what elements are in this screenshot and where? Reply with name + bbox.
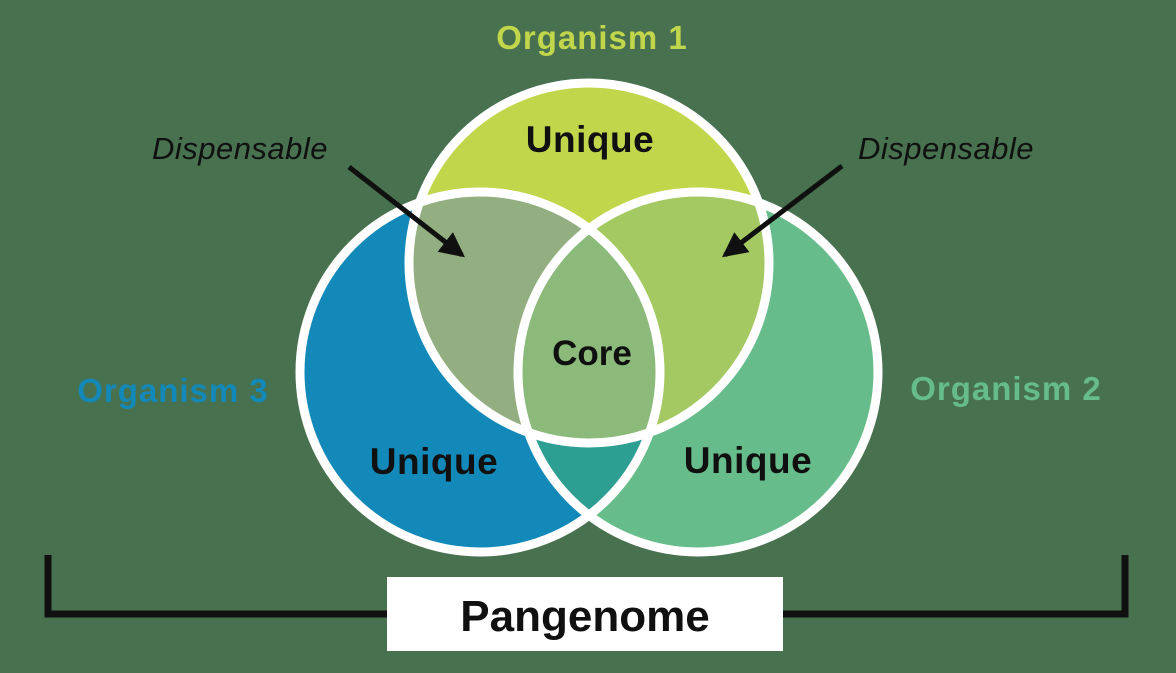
unique-label-organism-2: Unique [684,440,812,481]
dispensable-arrow-right [722,164,844,258]
organism-2-outline [513,187,883,557]
pangenome-label: Pangenome [460,592,709,641]
dispensable-arrow-left [347,165,465,258]
pangenome-label-box [387,577,783,651]
dispensable-label-left: Dispensable [152,131,328,166]
dispensable-label-right: Dispensable [858,131,1034,166]
organism-3-label: Organism 3 [77,372,269,409]
organism-1-label: Organism 1 [496,19,688,56]
organism-2-label: Organism 2 [910,370,1102,407]
organism-1-outline [404,78,774,448]
organism-3-outline [295,187,665,557]
core-label: Core [552,334,632,373]
unique-label-organism-1: Unique [526,119,654,160]
unique-label-organism-3: Unique [370,441,498,482]
core-region [518,192,660,443]
